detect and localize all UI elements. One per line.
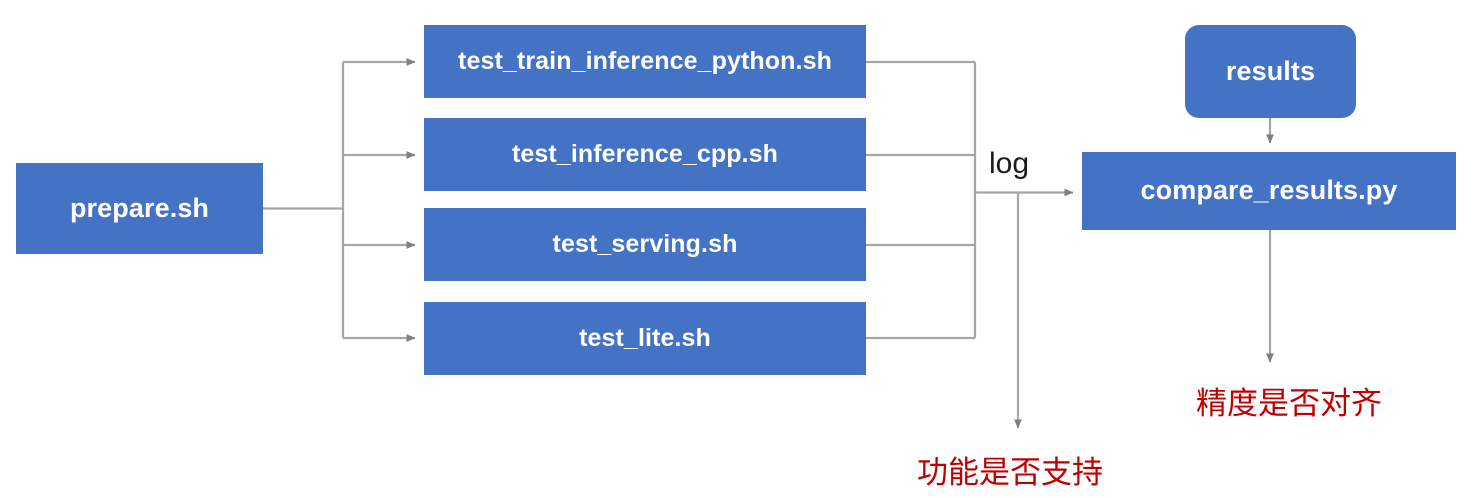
node-results[interactable]: results bbox=[1185, 25, 1356, 118]
node-test-serving-sh[interactable]: test_serving.sh bbox=[424, 208, 866, 281]
node-prepare-sh[interactable]: prepare.sh bbox=[16, 163, 263, 254]
node-compare-results-py[interactable]: compare_results.py bbox=[1082, 152, 1456, 230]
node-test-train-inference-python-sh[interactable]: test_train_inference_python.sh bbox=[424, 25, 866, 98]
note-function-supported: 功能是否支持 bbox=[917, 455, 1103, 491]
note-precision-aligned: 精度是否对齐 bbox=[1196, 386, 1382, 422]
node-test-inference-cpp-sh[interactable]: test_inference_cpp.sh bbox=[424, 118, 866, 191]
node-test-lite-sh[interactable]: test_lite.sh bbox=[424, 302, 866, 375]
edge-label-log: log bbox=[989, 147, 1030, 180]
